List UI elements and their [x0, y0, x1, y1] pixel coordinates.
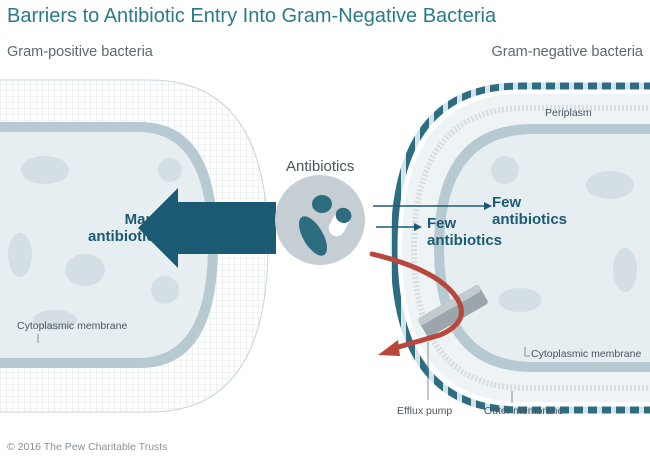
gram-positive-cytoplasm: [0, 132, 208, 358]
many-line1: Many: [124, 211, 164, 228]
cytoplasm-blobs: [8, 156, 182, 330]
antibiotics-disk: [275, 175, 365, 265]
copyright: © 2016 The Pew Charitable Trusts: [7, 441, 168, 453]
many-line2: antibiotics: [88, 228, 164, 245]
few-outer-line1: Few: [492, 194, 522, 211]
efflux-arrow: [369, 251, 464, 351]
efflux-arrowhead: [378, 340, 400, 356]
leader-lines: [37, 334, 530, 403]
outer-membrane: [390, 82, 650, 414]
efflux-pump-label: Efflux pump: [397, 405, 453, 417]
peptidoglycan-layer: [410, 105, 650, 391]
many-antibiotics-label: Many antibiotics: [88, 211, 163, 245]
few-inner-line1: Few: [427, 215, 457, 232]
few-outer-line2: antibiotics: [492, 211, 568, 228]
periplasm-label: Periplasm: [545, 107, 592, 119]
efflux-pump: [418, 285, 488, 337]
gram-negative-heading: Gram-negative bacteria: [491, 44, 643, 60]
gp-membrane-label: Cytoplasmic membrane: [17, 320, 128, 332]
outer-membrane-label: Outer membrane: [484, 405, 564, 417]
antibiotics-label: Antibiotics: [286, 158, 355, 175]
page-title: Barriers to Antibiotic Entry Into Gram-N…: [7, 5, 497, 27]
few-antibiotics-outer: Few antibiotics: [492, 194, 567, 228]
gram-positive-heading: Gram-positive bacteria: [7, 44, 153, 60]
few-inner-line2: antibiotics: [427, 232, 503, 249]
few-antibiotics-arrows: [373, 202, 492, 231]
gram-negative-cell: [390, 82, 650, 414]
few-antibiotics-inner: Few antibiotics: [427, 215, 502, 249]
gn-cytoplasm-blobs: [491, 156, 637, 312]
gn-membrane-label: Cytoplasmic membrane: [531, 348, 642, 360]
many-antibiotics-arrow: [138, 188, 276, 268]
gram-positive-cell: [0, 79, 269, 413]
